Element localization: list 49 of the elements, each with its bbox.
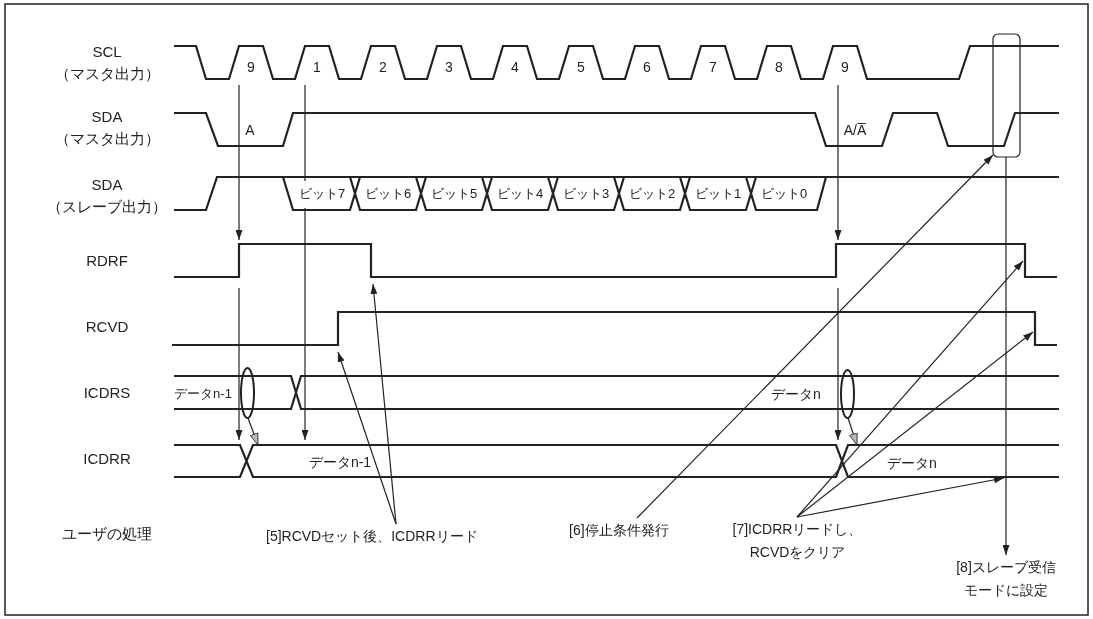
signal-name: SDA: [91, 108, 123, 126]
pulse-number: 3: [445, 58, 453, 76]
pulse-number: 9: [841, 58, 849, 76]
ellipse-marker: [840, 369, 855, 419]
annotation-text: [5]RCVDセット後、ICDRRリード: [266, 525, 478, 548]
pulse-number: 5: [577, 58, 585, 76]
signal-name: RCVD: [85, 318, 129, 336]
pulse-number: 7: [709, 58, 717, 76]
signal-name: ICDRR: [83, 450, 131, 468]
bit-label: ビット7: [298, 186, 346, 202]
pulse-number: 4: [511, 58, 519, 76]
signal-name: （スレーブ出力）: [47, 198, 167, 216]
leader-line: [796, 331, 1034, 518]
signal-name: SDA: [91, 176, 123, 194]
data-label: データn: [887, 454, 937, 472]
leader-line: [796, 260, 1024, 518]
bit-label: ビット2: [628, 186, 676, 202]
data-label: データn-1: [308, 453, 372, 471]
pulse-number: 2: [379, 58, 387, 76]
bit-label: ビット4: [496, 186, 544, 202]
leader-line: [636, 154, 994, 519]
signal-name: ICDRS: [83, 384, 131, 402]
bit-label: ビット1: [694, 186, 742, 202]
pulse-number: 1: [313, 58, 321, 76]
bit-label: ビット6: [364, 186, 412, 202]
ellipse-marker: [240, 367, 255, 419]
bit-label: ビット3: [562, 186, 610, 202]
data-label: データn: [771, 385, 821, 403]
leader-line: [1002, 156, 1010, 556]
bit-label: ビット0: [760, 186, 808, 202]
ack-label: A: [245, 121, 255, 139]
annotation-text: [6]停止条件発行: [569, 519, 669, 542]
ack-label: A/A̅: [843, 121, 867, 139]
highlight-box: [992, 33, 1021, 158]
signal-name: RDRF: [86, 252, 128, 270]
annotation-text: [8]スレーブ受信モードに設定: [952, 556, 1060, 602]
signal-name: （マスタ出力）: [54, 130, 160, 148]
leader-line: [247, 417, 259, 446]
bit-label: ビット5: [430, 186, 478, 202]
pulse-number: 6: [643, 58, 651, 76]
leader-line: [370, 283, 397, 525]
row-label: ユーザの処理: [62, 525, 152, 543]
leader-line: [847, 417, 858, 446]
pulse-number: 9: [247, 58, 255, 76]
leader-line: [796, 476, 1005, 518]
pulse-number: 8: [775, 58, 783, 76]
annotation-text: [7]ICDRRリードし、RCVDをクリア: [730, 518, 865, 564]
signal-name: SCL: [92, 43, 122, 61]
signal-name: （マスタ出力）: [54, 65, 160, 83]
